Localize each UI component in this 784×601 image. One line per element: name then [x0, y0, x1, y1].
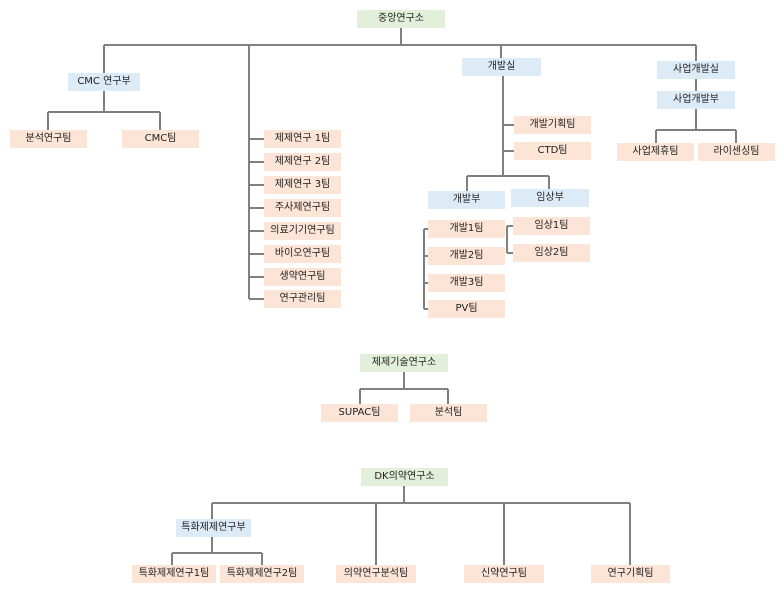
analysis-team-node: 분석팀: [410, 404, 487, 422]
specialized-formulation-team-1-node: 특화제제연구1팀: [132, 565, 216, 583]
development-office-node: 개발실: [462, 58, 541, 76]
dev-team-3-node: 개발3팀: [428, 274, 505, 292]
formulation-team-2-node: 제제연구 2팀: [264, 153, 341, 171]
ctd-team-node: CTD팀: [514, 142, 591, 160]
cmc-team-node: CMC팀: [122, 130, 199, 148]
research-management-team-node: 연구관리팀: [264, 290, 341, 308]
dev-team-2-node: 개발2팀: [428, 247, 505, 265]
formulation-team-3-node: 제제연구 3팀: [264, 176, 341, 194]
pharma-analysis-team-node: 의약연구분석팀: [336, 565, 416, 583]
dk-pharma-institute-node: DK의약연구소: [361, 468, 448, 486]
partnership-team-node: 사업제휴팀: [617, 143, 694, 161]
licensing-team-node: 라이센싱팀: [698, 143, 775, 161]
supac-team-node: SUPAC팀: [321, 404, 398, 422]
dev-planning-team-node: 개발기획팀: [514, 116, 591, 134]
bio-team-node: 바이오연구팀: [264, 245, 341, 263]
analysis-research-team-node: 분석연구팀: [10, 130, 87, 148]
research-planning-team-node: 연구기획팀: [591, 565, 670, 583]
pv-team-node: PV팀: [428, 300, 505, 318]
herbal-team-node: 생약연구팀: [264, 268, 341, 286]
formulation-tech-institute-node: 제제기술연구소: [360, 354, 448, 372]
dev-team-1-node: 개발1팀: [428, 220, 505, 238]
new-drug-team-node: 신약연구팀: [464, 565, 544, 583]
medical-device-team-node: 의료기기연구팀: [264, 222, 341, 240]
central-institute-node: 중앙연구소: [357, 10, 445, 28]
specialized-formulation-dept-node: 특화제제연구부: [176, 519, 251, 537]
business-development-dept-node: 사업개발부: [657, 91, 735, 109]
development-dept-node: 개발부: [428, 191, 505, 209]
business-development-office-node: 사업개발실: [657, 61, 735, 79]
specialized-formulation-team-2-node: 특화제제연구2팀: [220, 565, 304, 583]
clinical-team-1-node: 임상1팀: [513, 217, 590, 235]
clinical-dept-node: 임상부: [511, 189, 589, 207]
clinical-team-2-node: 임상2팀: [513, 244, 590, 262]
injectable-team-node: 주사제연구팀: [264, 199, 341, 217]
formulation-team-1-node: 제제연구 1팀: [264, 130, 341, 148]
cmc-dept-node: CMC 연구부: [68, 73, 140, 91]
